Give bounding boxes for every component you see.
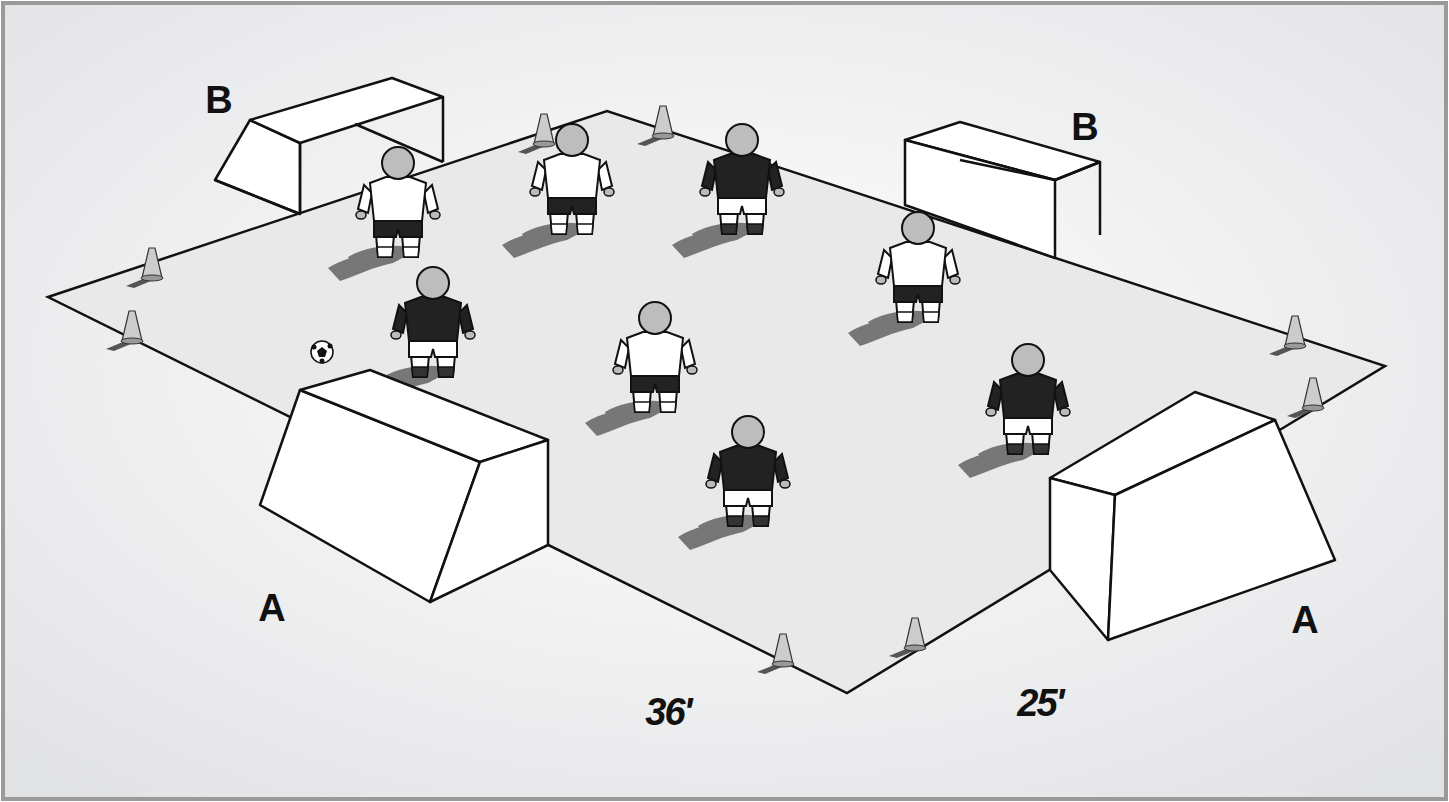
goal-a-right — [1050, 392, 1335, 640]
pitch — [48, 111, 1385, 693]
goal-label: A — [258, 589, 285, 627]
goal-label: B — [1071, 108, 1098, 146]
goal-label: B — [205, 81, 232, 119]
dimension-label: 36' — [645, 693, 690, 731]
goal-a-left — [260, 370, 548, 602]
ball — [311, 341, 333, 364]
goal-b-right — [905, 122, 1100, 258]
goal-label: A — [1291, 601, 1318, 639]
frame — [3, 3, 1446, 799]
dimension-label: 25' — [1017, 684, 1062, 722]
